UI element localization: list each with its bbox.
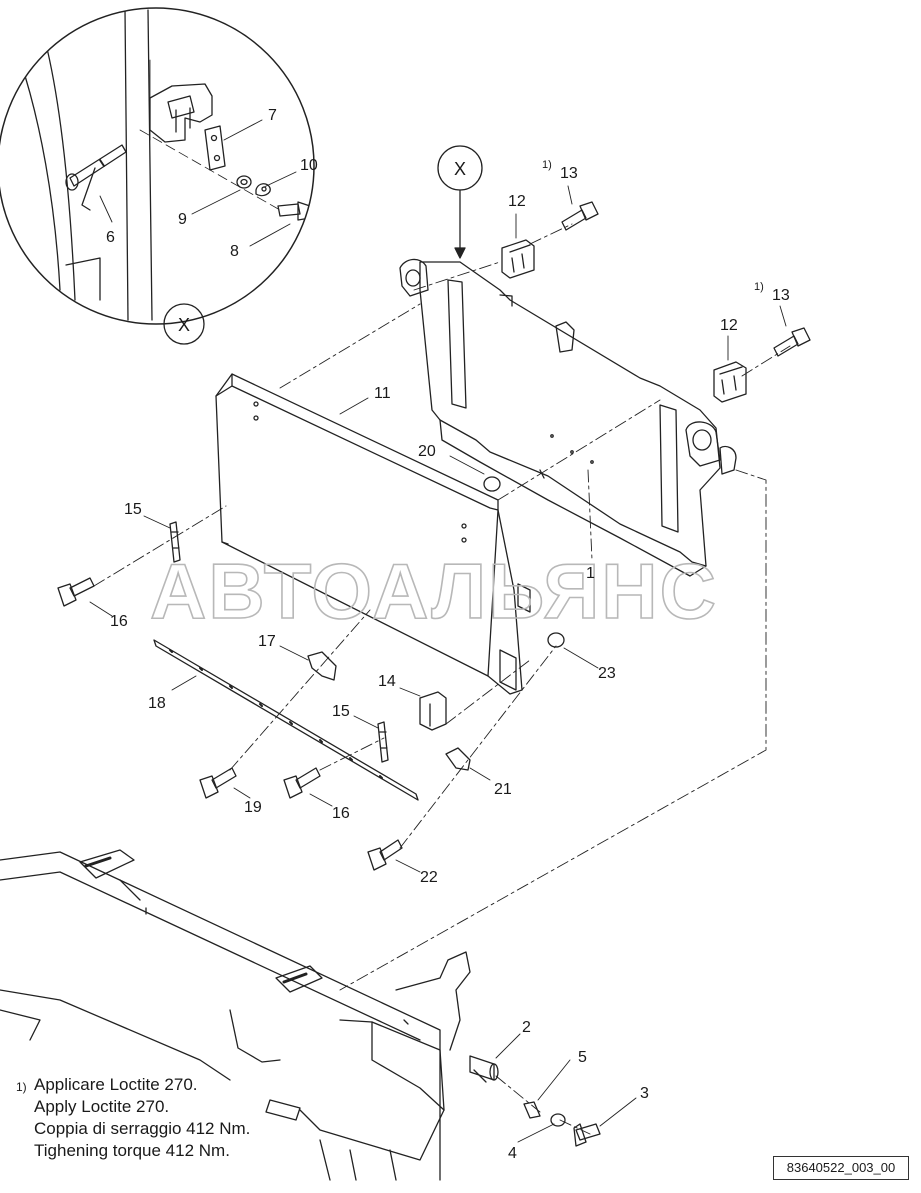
callout-12-lower: 12	[720, 317, 738, 334]
callout-12-upper: 12	[508, 193, 526, 210]
callout-3: 3	[640, 1085, 649, 1102]
note-line: Tighening torque 412 Nm.	[34, 1141, 230, 1160]
hinge-block-12-upper	[501, 239, 535, 279]
cover-panel-11	[215, 373, 531, 695]
hinge-block-12-lower	[713, 361, 747, 403]
callout-19: 19	[244, 799, 262, 816]
note-marker: 1)	[16, 1080, 27, 1094]
note-ref-13-upper: 1)	[542, 159, 552, 171]
note-line: Coppia di serraggio 412 Nm.	[34, 1119, 251, 1138]
callout-20: 20	[418, 443, 436, 460]
callout-8: 8	[230, 243, 239, 260]
callout-5: 5	[578, 1049, 587, 1066]
callout-6: 6	[106, 229, 115, 246]
detail-x-reference	[437, 145, 483, 259]
bolt-16-upper	[57, 577, 95, 607]
rear-frame	[399, 258, 737, 577]
callout-10: 10	[300, 157, 318, 174]
callout-16-upper: 16	[110, 613, 128, 630]
bolt-19	[199, 767, 237, 799]
pin-2	[469, 1055, 499, 1083]
detail-view-x	[0, 7, 315, 325]
watermark: АВТОАЛЬЯНС	[150, 547, 718, 635]
note-ref-13-lower: 1)	[754, 281, 764, 293]
note-line: Apply Loctite 270.	[34, 1097, 170, 1116]
callout-4: 4	[508, 1145, 517, 1162]
callout-15-lower: 15	[332, 703, 350, 720]
latch-15-lower	[377, 721, 389, 763]
washer-4	[550, 1113, 566, 1127]
callout-15-upper: 15	[124, 501, 142, 518]
callout-13-upper: 13	[560, 165, 578, 182]
callout-16-lower: 16	[332, 805, 350, 822]
callout-11: 11	[374, 385, 391, 402]
bolt-13-lower	[773, 327, 811, 357]
callout-14: 14	[378, 673, 396, 690]
bolt-13-upper	[561, 201, 599, 231]
bolt-22	[367, 839, 403, 871]
callout-1: 1	[586, 565, 595, 582]
clip-21	[445, 747, 471, 771]
callout-21: 21	[494, 781, 512, 798]
cap-20	[483, 476, 501, 492]
bolt-16-lower	[283, 767, 321, 799]
nipple-5	[523, 1101, 541, 1119]
callout-18: 18	[148, 695, 166, 712]
note-line: Applicare Loctite 270.	[34, 1075, 198, 1094]
leader-lines	[89, 119, 787, 1143]
chassis-base	[0, 849, 471, 1181]
drawing-id: 83640522_003_00	[773, 1156, 909, 1180]
callout-17: 17	[258, 633, 276, 650]
detail-x-balloon-label: X	[454, 159, 466, 179]
assembly-lines	[93, 223, 791, 1135]
latch-15-upper	[169, 521, 181, 563]
callout-7: 7	[268, 107, 277, 124]
callout-22: 22	[420, 869, 438, 886]
block-14	[419, 691, 447, 731]
detail-x-circle-label: X	[178, 315, 190, 335]
callout-9: 9	[178, 211, 187, 228]
callout-2: 2	[522, 1019, 531, 1036]
hinge-strip-18	[153, 639, 419, 801]
callout-13-lower: 13	[772, 287, 790, 304]
clip-17	[307, 651, 337, 681]
assembly-notes: 1) Applicare Loctite 270. Apply Loctite …	[16, 1074, 316, 1162]
callout-23: 23	[598, 665, 616, 682]
bolt-3	[573, 1123, 601, 1147]
cap-23	[547, 632, 565, 648]
